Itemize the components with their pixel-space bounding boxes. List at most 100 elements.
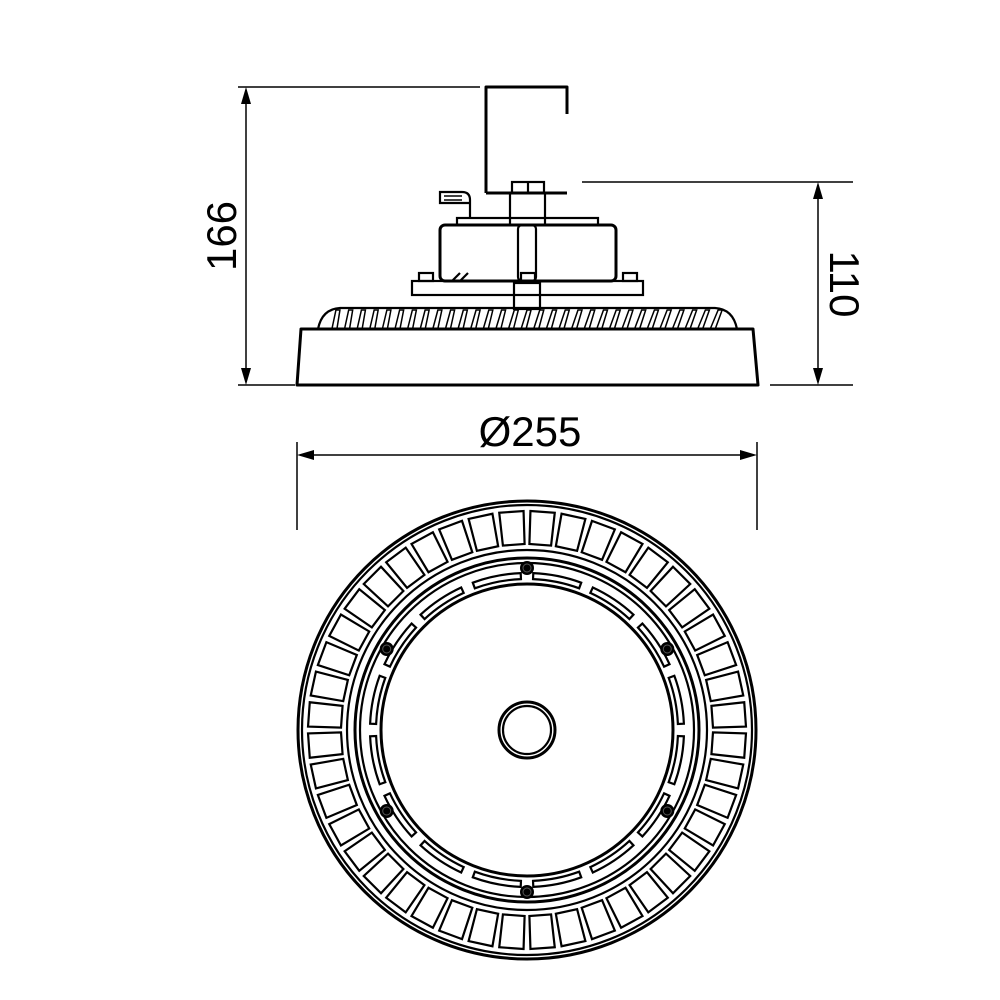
fin-slot	[327, 612, 371, 653]
fin	[633, 309, 647, 330]
dimension-110: 110	[582, 181, 868, 386]
screw-icon	[660, 804, 675, 818]
fin-slot	[580, 898, 617, 941]
dimension-diameter: Ø255	[296, 408, 758, 530]
ring	[353, 556, 701, 904]
screw-icon	[520, 885, 534, 899]
fin-slot	[710, 731, 748, 759]
fin-slot	[384, 546, 426, 590]
fin-slot	[409, 530, 450, 574]
fin-slots	[306, 509, 748, 951]
fin-slot	[604, 530, 645, 574]
vent-slot	[531, 870, 583, 889]
fin-slot	[309, 757, 350, 790]
fin	[406, 309, 418, 330]
fin-slot	[667, 831, 711, 873]
vent-slot	[471, 571, 523, 590]
fin-slot	[628, 870, 670, 914]
fin-slot	[649, 852, 692, 895]
vent-ring	[368, 571, 686, 889]
fin	[343, 309, 354, 330]
fin-slot	[628, 546, 670, 590]
fin-slot	[306, 701, 344, 729]
fin	[356, 309, 367, 330]
fin-slot	[467, 907, 500, 948]
fin	[469, 309, 482, 330]
fin-slot	[710, 701, 748, 729]
fin-slot	[683, 612, 727, 653]
fin	[457, 309, 469, 330]
fin-slot	[384, 870, 426, 914]
fin	[432, 309, 443, 330]
fin-slot	[554, 512, 587, 553]
fin	[659, 309, 673, 330]
vent-slot	[383, 791, 418, 839]
fin-slot	[467, 512, 500, 553]
cable-gland	[438, 190, 472, 218]
fin	[520, 309, 533, 330]
vent-slot	[531, 571, 583, 590]
lamp-base	[295, 327, 760, 387]
ring	[345, 548, 709, 912]
fin-slot	[327, 807, 371, 848]
fin	[482, 309, 494, 330]
fin	[331, 309, 341, 330]
fin-slot	[580, 519, 617, 562]
arrow-up-icon	[813, 182, 823, 199]
screw-icon	[660, 642, 675, 656]
fin	[532, 309, 545, 330]
vent-slot	[471, 870, 523, 889]
fin-slot	[704, 757, 745, 790]
fin	[646, 309, 660, 330]
fin-slot	[437, 898, 474, 941]
vent-slot	[636, 621, 671, 669]
fin	[709, 309, 724, 330]
fin-slot	[528, 913, 556, 951]
fin	[583, 309, 596, 330]
vent-slot	[588, 839, 636, 874]
top-view	[296, 499, 758, 961]
screw-head	[522, 887, 532, 897]
fin-slot	[695, 783, 738, 820]
vent-slot	[667, 734, 686, 786]
bolt-head	[417, 271, 435, 283]
vent-slot	[368, 734, 387, 786]
screw-head	[662, 806, 672, 816]
arrow-left-icon	[297, 450, 314, 460]
screw-head	[382, 644, 392, 654]
fin	[444, 309, 456, 330]
screw-head	[382, 806, 392, 816]
fin-slot	[528, 509, 556, 547]
fin-slot	[343, 587, 387, 629]
vent-slot	[588, 586, 636, 621]
lens-plate	[379, 582, 675, 878]
fin	[608, 309, 622, 330]
screw-head	[662, 644, 672, 654]
fin-slot	[604, 886, 645, 930]
fin	[596, 309, 609, 330]
fin-slot	[306, 731, 344, 759]
outer-rim	[296, 499, 758, 961]
fin-slot	[437, 519, 474, 562]
vent-slot	[368, 674, 387, 726]
fin-slot	[316, 640, 359, 677]
dimension-label-diameter: Ø255	[479, 408, 582, 455]
fin	[558, 309, 571, 330]
fin-slot	[498, 509, 526, 547]
fin	[507, 309, 520, 330]
bolt-head	[621, 271, 639, 283]
center-sensor	[497, 700, 557, 760]
fin	[696, 309, 711, 330]
fin-slot	[649, 565, 692, 608]
fin	[671, 309, 685, 330]
screw-icon	[379, 804, 394, 818]
fin-slot	[409, 886, 450, 930]
arrow-down-icon	[241, 368, 251, 385]
screw-head	[522, 563, 532, 573]
arrow-right-icon	[740, 450, 757, 460]
screws	[379, 561, 675, 899]
fin	[381, 309, 392, 330]
fin-slot	[316, 783, 359, 820]
vent-slot	[667, 674, 686, 726]
